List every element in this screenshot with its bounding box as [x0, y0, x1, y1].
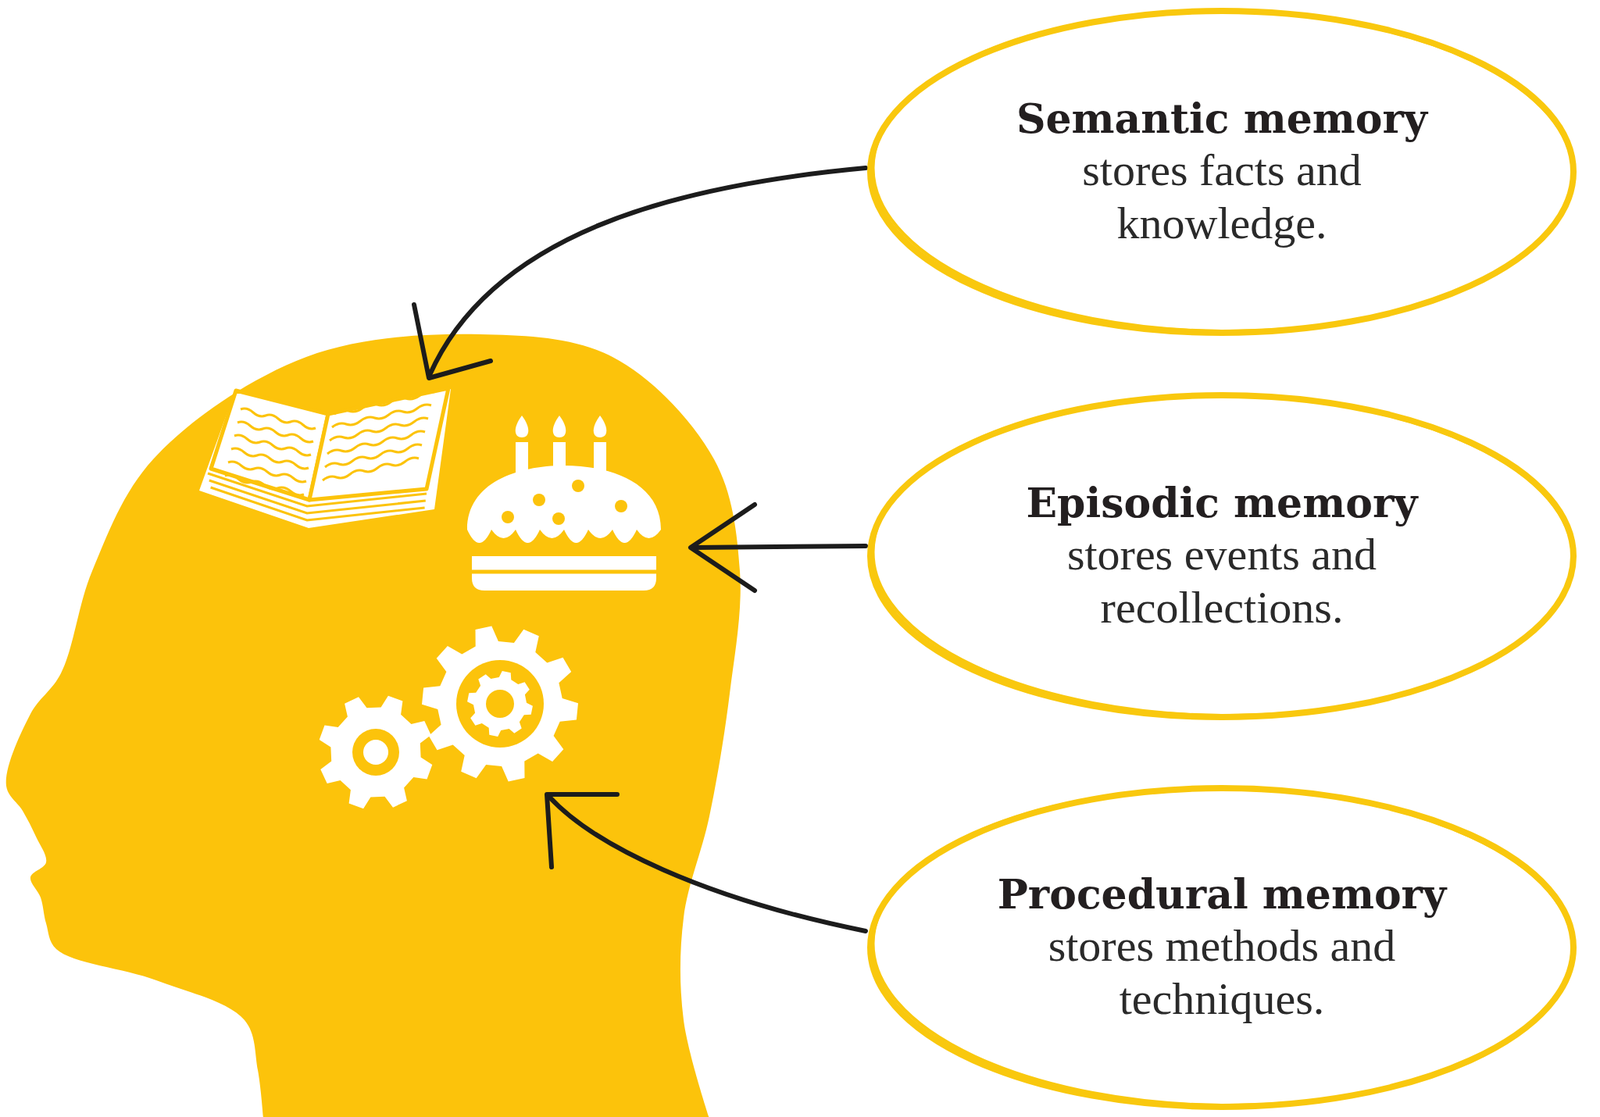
- memory-ellipse: Episodic memorystores events and recolle…: [862, 387, 1582, 725]
- memory-ellipse: Semantic memorystores facts and knowledg…: [862, 3, 1582, 341]
- memory-description: stores events and recollections.: [971, 528, 1472, 635]
- candle-flame: [553, 415, 567, 438]
- book-text-line: [322, 457, 419, 481]
- head-silhouette: [6, 334, 741, 1117]
- cake-dot: [501, 510, 515, 524]
- cake-base: [471, 556, 657, 591]
- ellipse-sketch-stroke: [871, 391, 1575, 719]
- memory-description: stores methods and techniques.: [971, 919, 1472, 1026]
- book-text-line: [329, 417, 429, 441]
- candle: [515, 442, 529, 474]
- gear-hub: [363, 739, 389, 765]
- small-gear: [319, 696, 433, 810]
- arrow-head: [690, 504, 755, 591]
- cake-stripe: [471, 570, 657, 575]
- book-text-line: [332, 404, 432, 428]
- pointer-arrow: [429, 167, 866, 375]
- ellipse-sketch-stroke: [871, 7, 1575, 335]
- cake-dot: [532, 493, 546, 507]
- gear-hole: [456, 660, 544, 748]
- cake-dot: [552, 512, 565, 525]
- ellipse-text: Procedural memorystores methods and tech…: [971, 869, 1472, 1026]
- cake-dot: [571, 479, 585, 493]
- pointer-arrow: [693, 546, 866, 548]
- large-gear: [421, 626, 579, 783]
- ellipse-text: Semantic memorystores facts and knowledg…: [971, 93, 1472, 250]
- memory-ellipse: Procedural memorystores methods and tech…: [862, 780, 1582, 1115]
- book-icon: [199, 389, 451, 529]
- cake-dot: [614, 500, 628, 513]
- ellipse-text: Episodic memorystores events and recolle…: [971, 478, 1472, 635]
- candle-flame: [515, 415, 529, 438]
- cake-frosting: [467, 465, 661, 543]
- inner-gear: [467, 671, 533, 737]
- book-text-line: [325, 444, 422, 468]
- gear-hole: [485, 689, 515, 718]
- book-text-line: [334, 391, 435, 415]
- memory-heading: Episodic memory: [971, 478, 1472, 529]
- candle-flame: [593, 415, 608, 438]
- arrow-head: [414, 304, 491, 379]
- book-text-line: [225, 475, 304, 496]
- memory-heading: Semantic memory: [971, 93, 1472, 144]
- memory-heading: Procedural memory: [971, 869, 1472, 920]
- book-right-page: [309, 388, 449, 500]
- book-text-line: [327, 431, 425, 454]
- memory-description: stores facts and knowledge.: [971, 143, 1472, 250]
- pointer-arrow: [549, 796, 866, 932]
- book-left-page: [210, 390, 329, 500]
- arrow-head: [546, 794, 618, 868]
- gear-hole: [352, 728, 400, 776]
- ellipse-sketch-stroke: [871, 784, 1575, 1109]
